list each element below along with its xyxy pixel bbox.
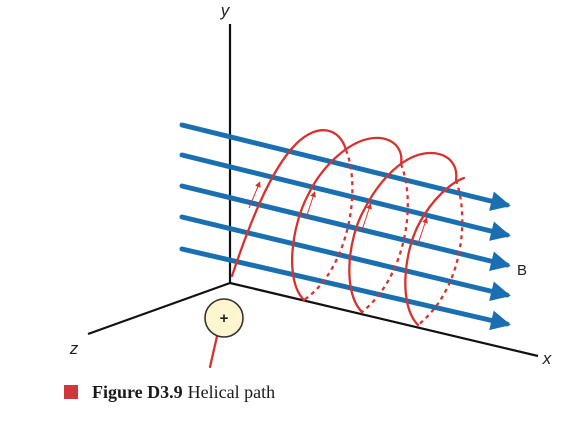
charge-circle [204,298,244,338]
caption-marker [64,385,78,399]
figure-caption: Figure D3.9 Helical path [64,380,275,404]
helix-visible-segments [208,129,466,369]
helix-direction-arrows [248,181,428,245]
z-axis-line [87,281,231,336]
field-line [179,122,511,211]
positive-charge: + [204,298,244,338]
helix-arrowhead [361,203,372,231]
caption-figure-number: Figure D3.9 [92,381,183,402]
helix-hidden-turn-3 [417,179,464,326]
charge-sign: + [220,310,229,327]
helix-arrowhead [305,191,316,219]
helix-hidden-turn-1 [303,149,354,301]
helix-arrowhead [417,217,428,245]
caption-title: Helical path [187,381,276,402]
helix-turn-1-front [291,136,403,302]
field-line [179,214,511,301]
helix-turn-2-front [348,151,458,314]
coordinate-axes: y x z [69,1,552,368]
y-axis-label: y [220,1,231,20]
field-line [179,183,511,271]
magnetic-field-label: B [517,262,527,279]
helix-arrowhead [248,181,261,209]
helix-hidden-turn-2 [361,163,409,313]
z-axis-label: z [69,339,79,358]
helix-first-rise [230,129,348,278]
helix-hidden-segments [303,149,464,326]
x-axis-line [229,281,539,358]
magnetic-field-lines [179,122,511,331]
x-axis-label: x [542,349,552,368]
helix-turn-3-front [404,176,466,327]
field-line [179,152,511,241]
